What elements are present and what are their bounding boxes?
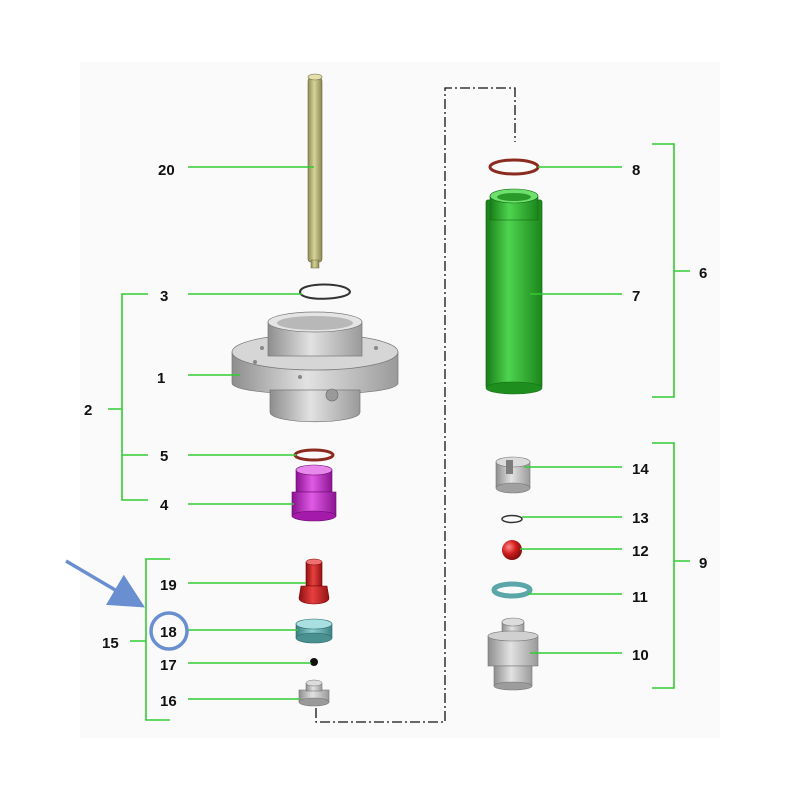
push-rod-part [307, 73, 323, 269]
pointer-arrow [65, 559, 146, 608]
label-18: 18 [160, 624, 177, 641]
plunger-part [298, 558, 330, 605]
ball-cage-part [495, 456, 531, 494]
teal-ring-part [491, 581, 533, 599]
flange-body-part [231, 311, 399, 423]
bracket-9 [652, 442, 690, 689]
brackets [108, 143, 690, 721]
label-15: 15 [102, 635, 119, 652]
label-10: 10 [632, 647, 649, 664]
label-17: 17 [160, 657, 177, 674]
label-13: 13 [632, 510, 649, 527]
label-6: 6 [699, 265, 707, 282]
leader-lines [188, 166, 622, 700]
label-2: 2 [84, 402, 92, 419]
bracket-6 [652, 143, 690, 398]
green-sleeve-part [485, 188, 543, 395]
label-5: 5 [160, 448, 168, 465]
label-11: 11 [632, 589, 648, 606]
valve-seat-part [291, 464, 337, 522]
label-14: 14 [632, 461, 649, 478]
part-labels: 20 3 1 2 5 4 19 18 17 16 15 8 7 6 14 13 … [84, 162, 707, 710]
label-7: 7 [632, 288, 640, 305]
red-ball-part [502, 540, 522, 560]
label-20: 20 [158, 162, 175, 179]
dash-dot-connector [315, 87, 516, 723]
bracket-2 [108, 293, 148, 501]
threaded-fitting-part [487, 617, 539, 691]
highlight-circle [149, 611, 189, 651]
label-4: 4 [160, 497, 169, 514]
label-8: 8 [632, 162, 640, 179]
label-19: 19 [160, 577, 177, 594]
label-3: 3 [160, 288, 168, 305]
valve-base-part [298, 679, 330, 707]
retaining-clip-part [298, 283, 352, 300]
snap-ring-part [501, 514, 523, 524]
label-12: 12 [632, 543, 649, 560]
bracket-15 [130, 558, 170, 721]
seat-ring-part [295, 618, 333, 644]
label-9: 9 [699, 555, 707, 572]
small-ball-part [310, 658, 318, 666]
label-1: 1 [157, 370, 165, 387]
label-16: 16 [160, 693, 177, 710]
